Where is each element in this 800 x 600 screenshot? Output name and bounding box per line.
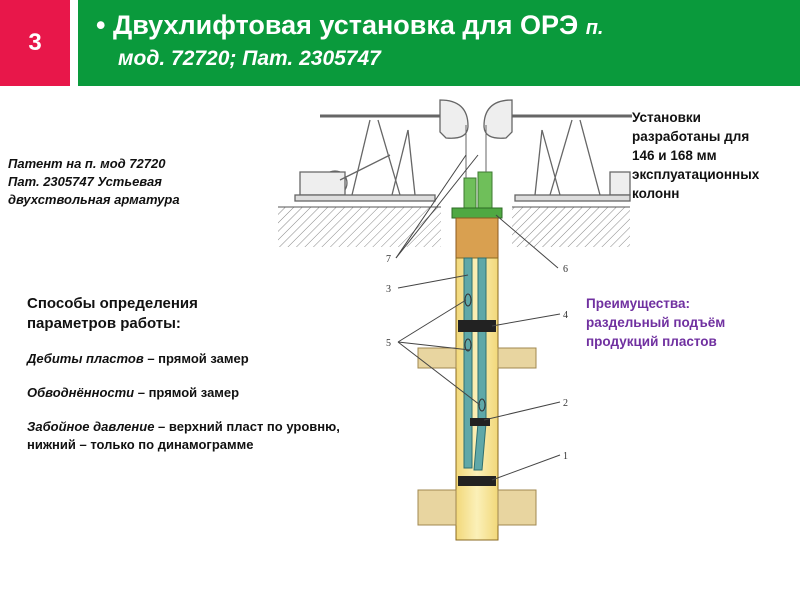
method-text: – прямой замер <box>134 385 240 400</box>
method-text: – прямой замер <box>143 351 249 366</box>
pumps <box>464 293 486 412</box>
installation-line: эксплуатационных <box>632 167 760 182</box>
methods-block: Способы определения параметров работы: Д… <box>27 294 357 454</box>
methods-heading-line: параметров работы: <box>27 315 181 332</box>
installation-line: разработаны для <box>632 129 750 144</box>
installation-note: Установки разработаны для 146 и 168 мм э… <box>632 108 759 203</box>
installation-line: колонн <box>632 186 680 201</box>
method-item-rates: Дебиты пластов – прямой замер <box>27 350 357 368</box>
label-5: 5 <box>386 338 391 349</box>
label-3: 3 <box>386 284 391 295</box>
method-item-watercut: Обводнённости – прямой замер <box>27 384 357 402</box>
method-label: Дебиты пластов <box>27 351 144 366</box>
title-main: Двухлифтовая установка для ОРЭ <box>112 10 579 40</box>
patent-line: двухствольная арматура <box>8 192 180 207</box>
pumpjack-right <box>483 99 632 202</box>
label-2: 2 <box>563 398 568 409</box>
formation-upper <box>417 347 537 369</box>
title-bar: • Двухлифтовая установка для ОРЭ п. мод.… <box>78 0 800 86</box>
advantages-note: Преимущества: раздельный подъём продукци… <box>586 294 725 351</box>
wellhead <box>451 171 503 219</box>
method-text: – верхний пласт по уровню, нижний – толь… <box>27 419 340 452</box>
ground-right <box>512 206 630 247</box>
title-line-2: мод. 72720; Пат. 2305747 <box>118 47 381 70</box>
advantages-line: раздельный подъём <box>586 315 726 330</box>
leader-lines <box>395 154 561 481</box>
label-7: 7 <box>386 254 391 265</box>
label-1: 1 <box>563 451 568 462</box>
patent-line: Пат. 2305747 Устьевая <box>8 174 162 189</box>
title-tail: п. <box>585 17 604 39</box>
casing <box>455 217 499 541</box>
diagram-labels: 7 3 5 6 4 2 1 <box>386 254 568 462</box>
patent-line: Патент на п. мод 72720 <box>8 156 166 171</box>
method-item-pressure: Забойное давление – верхний пласт по уро… <box>27 418 357 454</box>
method-label: Забойное давление <box>27 419 155 434</box>
label-6: 6 <box>563 264 568 275</box>
methods-heading-line: Способы определения <box>27 295 198 312</box>
methods-heading: Способы определения параметров работы: <box>27 294 357 334</box>
title-bullet: • <box>96 10 106 40</box>
label-4: 4 <box>563 310 568 321</box>
slide-number: 3 <box>0 0 70 86</box>
sucker-rods <box>465 140 487 178</box>
method-label: Обводнённости <box>27 385 135 400</box>
advantages-line: Преимущества: <box>586 296 691 311</box>
tubing-strings <box>463 257 487 471</box>
patent-note: Патент на п. мод 72720 Пат. 2305747 Усть… <box>8 155 180 209</box>
pumpjack-left <box>294 99 469 202</box>
formation-lower <box>417 489 537 526</box>
advantages-line: продукций пластов <box>586 334 717 349</box>
ground-left <box>278 206 441 247</box>
title-line-1: • Двухлифтовая установка для ОРЭ п. <box>96 8 790 45</box>
installation-line: 146 и 168 мм <box>632 148 717 163</box>
packers <box>458 320 496 486</box>
installation-line: Установки <box>632 110 701 125</box>
